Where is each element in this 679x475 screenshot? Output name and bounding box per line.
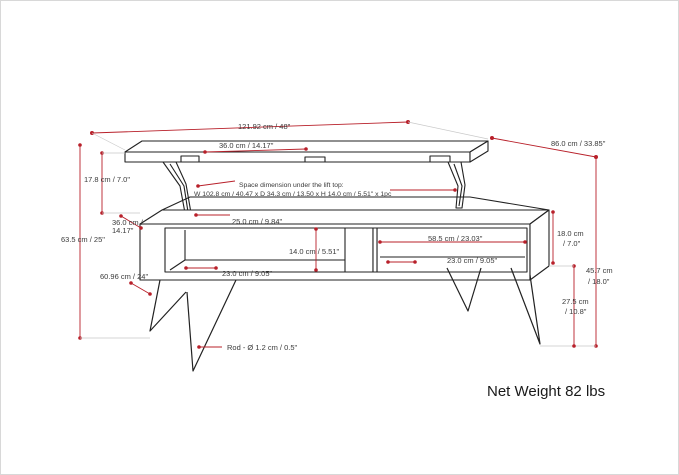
total-height-in-label: / 18.0" [588,277,610,286]
lift-height-label: 17.8 cm / 7.0" [84,175,130,184]
leg-height-in-label: / 10.8" [565,307,587,316]
side-depth-cm-label: 36.0 cm / [112,218,144,227]
box-height-cm-label: 18.0 cm [557,229,584,238]
shelf-right-depth-label: 23.0 cm / 9.05" [447,256,498,265]
top-depth-label: 86.0 cm / 33.85" [551,139,606,148]
top-width-label: 121.92 cm / 48" [238,122,291,131]
leg-height-cm-label: 27.5 cm [562,297,589,306]
space-dims-label: W 102.8 cm / 40.47 x D 34.3 cm / 13.50 x… [194,191,392,198]
lift-mechanism-right [429,155,466,209]
overall-height-label: 63.5 cm / 25" [61,235,105,244]
space-title-label: Space dimension under the lift top: [239,182,344,189]
dimension-lines [78,120,598,349]
hairpin-legs [149,267,541,372]
lift-top [124,140,489,163]
box-height-in-label: / 7.0" [563,239,581,248]
total-height-cm-label: 45.7 cm [586,266,613,275]
dimension-labels: 121.92 cm / 48" 86.0 cm / 33.85" 36.0 cm… [61,122,613,352]
cabinet-body [139,196,550,281]
top-bracket [304,156,326,163]
shelf-left-depth-label: 23.0 cm / 9.05" [222,269,273,278]
inner-depth-label: 25.0 cm / 9.84" [232,217,283,226]
shelf-height-label: 14.0 cm / 5.51" [289,247,340,256]
lift-mechanism-left [162,155,200,214]
net-weight-label: Net Weight 82 lbs [487,383,605,400]
leg-spread-label: 60.96 cm / 24" [100,272,148,281]
lift-depth-label: 36.0 cm / 14.17" [219,141,274,150]
table-illustration [124,140,550,372]
shelf-width-label: 58.5 cm / 23.03" [428,234,483,243]
rod-label: Rod - Ø 1.2 cm / 0.5" [227,343,298,352]
side-depth-in-label: 14.17" [112,226,134,235]
